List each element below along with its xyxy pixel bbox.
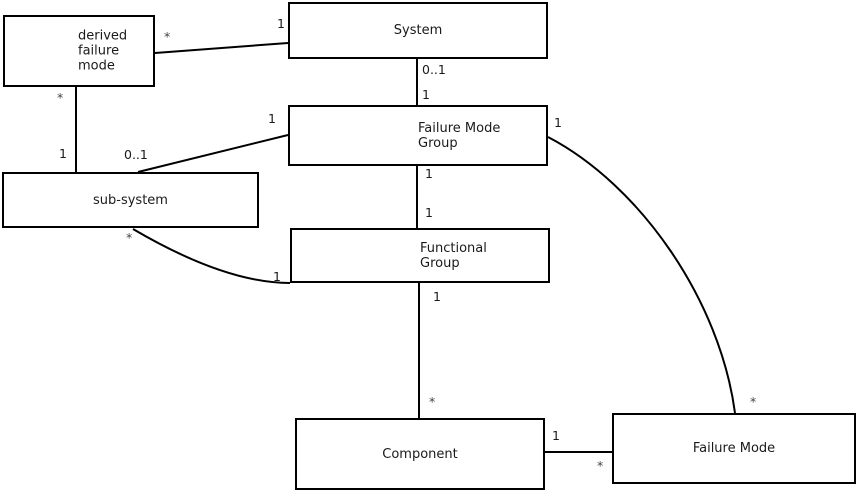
multiplicity-label-mult-derived-right: * (164, 29, 171, 44)
multiplicity-label-mult-failuremode-top: * (750, 394, 757, 409)
multiplicity-label-mult-funcgroup-bottom: 1 (433, 289, 441, 304)
class-box-label-failure-mode: Failure Mode (692, 441, 776, 456)
connector-sub-system-to-functional-group (132, 228, 291, 284)
multiplicity-label-mult-funcgroup-top: 1 (425, 205, 433, 220)
class-box-label-derived-failure-mode: derived failure mode (78, 28, 128, 74)
multiplicity-label-mult-subsystem-top-left: 1 (59, 146, 67, 161)
class-box-sub-system[interactable]: sub-system (2, 172, 259, 228)
multiplicity-label-mult-subsystem-top-right: 0..1 (124, 147, 148, 162)
multiplicity-label-mult-fmg-bottom: 1 (425, 166, 433, 181)
multiplicity-label-mult-fmg-top: 1 (422, 87, 430, 102)
class-box-system[interactable]: System (288, 2, 548, 59)
class-box-label-component: Component (382, 446, 458, 462)
multiplicity-label-mult-derived-bottom: * (57, 90, 64, 105)
multiplicity-label-mult-subsystem-bottom: * (126, 230, 133, 245)
class-box-label-failure-mode-group: Failure Mode Group (418, 120, 501, 151)
class-box-label-system: System (393, 23, 443, 38)
class-box-functional-group[interactable]: Functional Group (290, 228, 550, 283)
class-box-derived-failure-mode[interactable]: derived failure mode (3, 15, 155, 87)
multiplicity-label-mult-component-top: * (429, 394, 436, 409)
multiplicity-label-mult-fmg-left: 1 (268, 111, 276, 126)
class-box-label-functional-group: Functional Group (420, 240, 487, 271)
multiplicity-label-mult-failuremode-left: * (597, 458, 604, 473)
class-box-failure-mode[interactable]: Failure Mode (612, 413, 856, 484)
connector-sub-system-to-failure-mode-group (137, 134, 289, 173)
multiplicity-label-mult-system-left: 1 (277, 16, 285, 31)
multiplicity-label-mult-fmg-right: 1 (554, 115, 562, 130)
multiplicity-label-mult-funcgroup-left: 1 (273, 269, 281, 284)
class-box-component[interactable]: Component (295, 418, 545, 490)
class-box-failure-mode-group[interactable]: Failure Mode Group (288, 105, 548, 166)
multiplicity-label-mult-system-bottom: 0..1 (422, 62, 446, 77)
connector-derived-to-system (154, 42, 289, 54)
multiplicity-label-mult-component-right: 1 (552, 428, 560, 443)
class-box-label-sub-system: sub-system (93, 192, 168, 208)
connector-failure-mode-group-to-failure-mode (547, 136, 736, 414)
